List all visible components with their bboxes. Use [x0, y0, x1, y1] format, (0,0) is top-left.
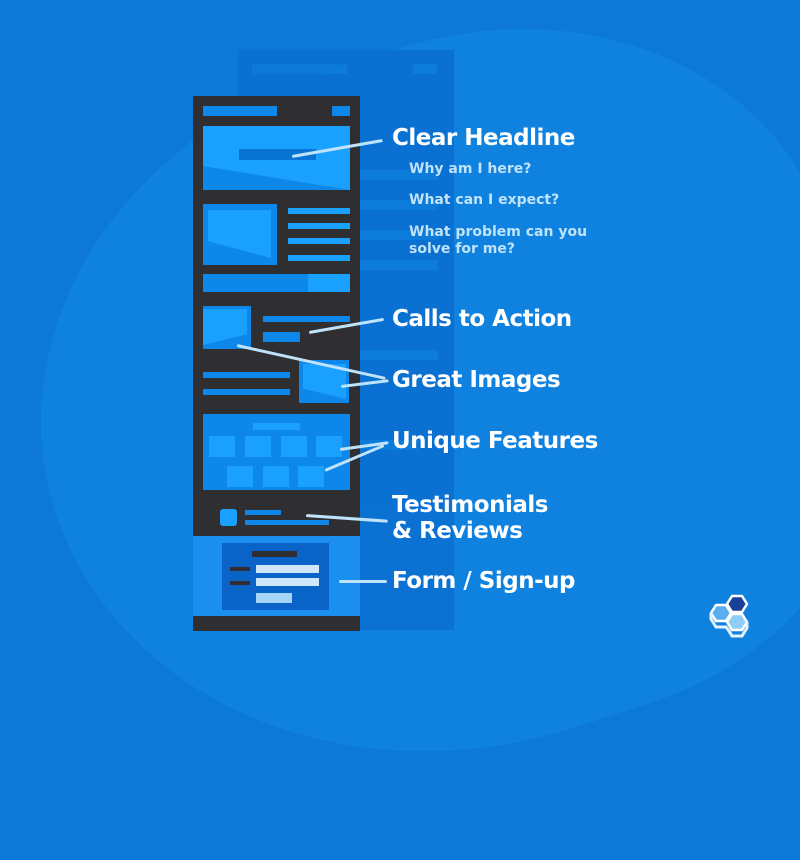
form-submit-button — [256, 593, 292, 603]
label-testimonials: Testimonials — [392, 492, 548, 518]
landing-page-wireframe — [193, 96, 360, 631]
content-image — [203, 204, 277, 265]
hero-section — [203, 126, 350, 190]
footer-bar — [193, 622, 360, 631]
form-input-1 — [256, 565, 319, 573]
hero-headline-bar — [239, 149, 316, 160]
label-reviews: & Reviews — [392, 518, 523, 544]
cta-button — [263, 332, 300, 342]
question-problem-1: What problem can you — [409, 224, 588, 240]
nav-menu-bar — [332, 106, 350, 116]
form-input-2 — [256, 578, 319, 586]
testimonial-avatar — [220, 509, 237, 526]
question-expect: What can I expect? — [409, 192, 560, 208]
features-section — [203, 414, 350, 490]
banner-section — [203, 274, 350, 292]
label-clear-headline: Clear Headline — [392, 125, 575, 151]
label-calls-to-action: Calls to Action — [392, 306, 572, 332]
leader-form — [339, 580, 387, 583]
nav-logo-bar — [203, 106, 277, 116]
signup-form — [222, 543, 329, 610]
question-problem-2: solve for me? — [409, 241, 515, 257]
form-section — [193, 536, 360, 616]
question-why: Why am I here? — [409, 161, 532, 177]
hexagon-cluster-logo-icon — [709, 594, 749, 638]
cta-text-bar — [263, 316, 350, 322]
label-great-images: Great Images — [392, 367, 561, 393]
label-form-signup: Form / Sign-up — [392, 568, 575, 594]
cta-image — [203, 306, 251, 349]
label-unique-features: Unique Features — [392, 428, 598, 454]
